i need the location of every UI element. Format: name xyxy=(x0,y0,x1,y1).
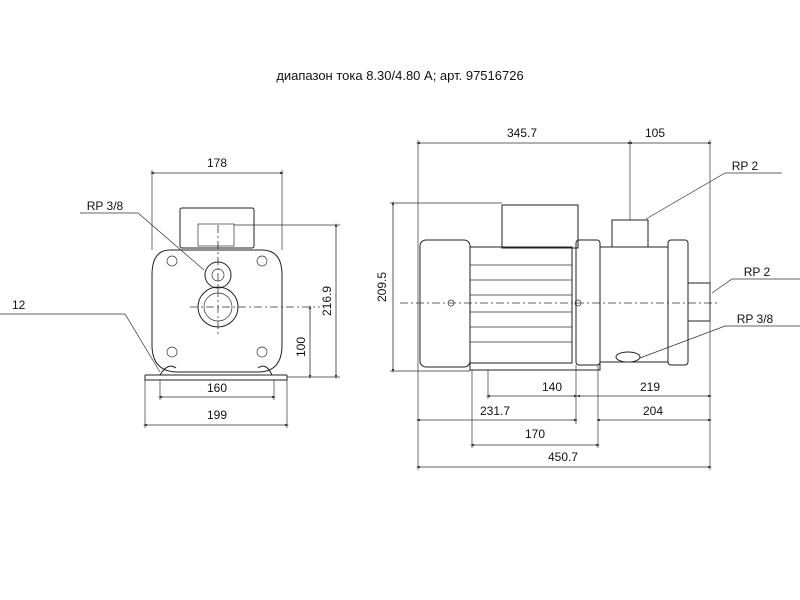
dim-231-7: 231.7 xyxy=(480,404,510,418)
dim-178: 178 xyxy=(207,156,227,170)
label-rp-3-8-drain: RP 3/8 xyxy=(737,312,774,326)
pump-flange xyxy=(575,239,601,366)
motor-body xyxy=(469,246,573,364)
fan-cover xyxy=(419,239,471,368)
label-rp-2-inlet: RP 2 xyxy=(744,265,771,279)
drain-plug-side xyxy=(615,351,641,363)
dim-216-9: 216.9 xyxy=(320,286,334,316)
dim-450-7: 450.7 xyxy=(548,450,578,464)
inlet-nozzle xyxy=(687,282,711,322)
terminal-box xyxy=(179,207,255,249)
label-12: 12 xyxy=(12,298,26,312)
label-rp-3-8-front: RP 3/8 xyxy=(87,199,124,213)
outlet-nozzle xyxy=(611,219,649,248)
dim-140: 140 xyxy=(542,380,562,394)
dim-204: 204 xyxy=(643,404,663,418)
pump-housing-front xyxy=(151,249,283,373)
terminal-box-side xyxy=(501,204,579,249)
dim-199: 199 xyxy=(207,408,227,422)
dim-219: 219 xyxy=(640,380,660,394)
drawing-title: диапазон тока 8.30/4.80 A; арт. 97516726 xyxy=(276,68,523,83)
pump-body xyxy=(599,246,669,363)
motor-foot xyxy=(469,363,601,371)
bolt-icons xyxy=(166,255,268,358)
dim-209-5: 209.5 xyxy=(375,272,389,302)
dim-345-7: 345.7 xyxy=(507,126,537,140)
dim-170: 170 xyxy=(525,427,545,441)
side-view: 345.7 105 209.5 140 219 231.7 204 170 45… xyxy=(375,126,800,470)
mounting-feet xyxy=(144,365,288,381)
front-view: 178 216.9 100 160 199 RP 3/8 12 xyxy=(0,156,340,428)
outlet-port xyxy=(197,223,235,247)
label-rp-2-outlet: RP 2 xyxy=(732,159,759,173)
dim-160: 160 xyxy=(207,381,227,395)
dim-105: 105 xyxy=(645,126,665,140)
dim-100: 100 xyxy=(294,337,308,357)
